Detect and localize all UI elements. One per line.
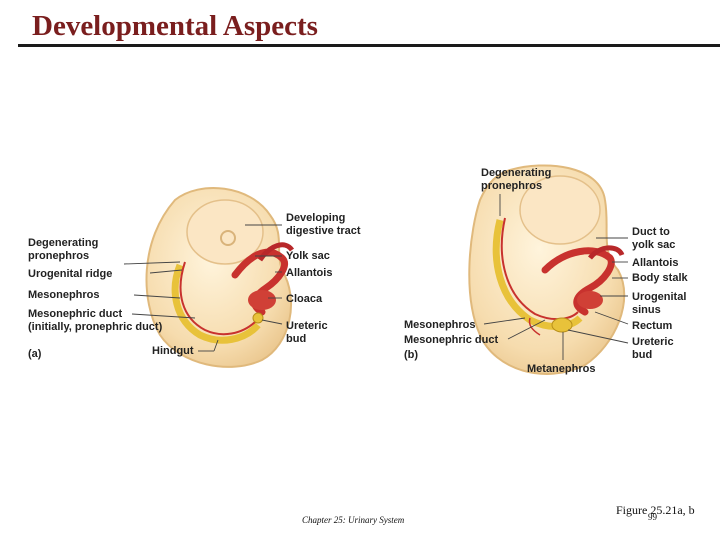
embryo-b-urogenital-sinus (577, 291, 603, 309)
label-initially-pronephric: (initially, pronephric duct) (28, 321, 163, 333)
label-mesonephric-duct-a: Mesonephric duct (28, 308, 123, 320)
label-urogenital-ridge: Urogenital ridge (28, 268, 113, 280)
label-metanephros: Metanephros (527, 363, 596, 375)
embryo-a-allantois (257, 242, 295, 262)
figure-reference: Figure 25.21a, b (616, 503, 695, 517)
slide-title: Developmental Aspects (32, 10, 318, 42)
leader-lines (123, 194, 629, 360)
footer-chapter: Chapter 25: Urinary System (302, 515, 405, 525)
label-pronephros-a: pronephros (28, 250, 90, 262)
label-pronephros-b: pronephros (481, 180, 543, 192)
label-allantois-a: Allantois (286, 267, 333, 279)
label-bud-a: bud (286, 333, 307, 345)
embryo-a-ureteric-bud (252, 312, 264, 324)
label-mesonephros-b: Mesonephros (404, 319, 476, 331)
embryo-b-metanephros (551, 317, 573, 333)
label-hindgut: Hindgut (152, 345, 194, 357)
panel-b-tag: (b) (404, 349, 419, 361)
label-yolk-sac-b: yolk sac (632, 239, 676, 251)
embryo-b-duct (500, 217, 579, 320)
label-mesonephric-duct-b: Mesonephric duct (404, 334, 499, 346)
label-degenerating-b: Degenerating (481, 167, 552, 179)
page-number: 99 (648, 512, 657, 522)
label-ureteric-a: Ureteric (286, 320, 328, 332)
label-allantois-b: Allantois (632, 257, 679, 269)
label-cloaca: Cloaca (286, 293, 323, 305)
title-underline (18, 44, 720, 47)
label-degenerating-a: Degenerating (28, 237, 99, 249)
embryo-b-head (519, 175, 601, 245)
embryo-a-cloaca (248, 290, 276, 310)
label-mesonephros-a: Mesonephros (28, 289, 100, 301)
label-body-stalk: Body stalk (632, 272, 688, 284)
label-sinus: sinus (632, 304, 661, 316)
embryo-a-mesonephric-ridge (171, 263, 261, 344)
embryo-a (145, 187, 295, 368)
label-ureteric-b: Ureteric (632, 336, 674, 348)
label-yolk-sac-a: Yolk sac (286, 250, 330, 262)
label-duct-to: Duct to (632, 226, 670, 238)
panel-a-tag: (a) (28, 348, 42, 360)
embryo-b (468, 164, 626, 375)
embryo-a-duct (179, 261, 256, 336)
label-bud-b: bud (632, 349, 653, 361)
label-rectum: Rectum (632, 320, 673, 332)
embryo-a-eye (220, 230, 236, 246)
label-urogenital: Urogenital (632, 291, 687, 303)
label-developing: Developing (286, 212, 346, 224)
embryo-b-allantois (588, 245, 625, 260)
label-digestive-tract: digestive tract (286, 225, 361, 237)
